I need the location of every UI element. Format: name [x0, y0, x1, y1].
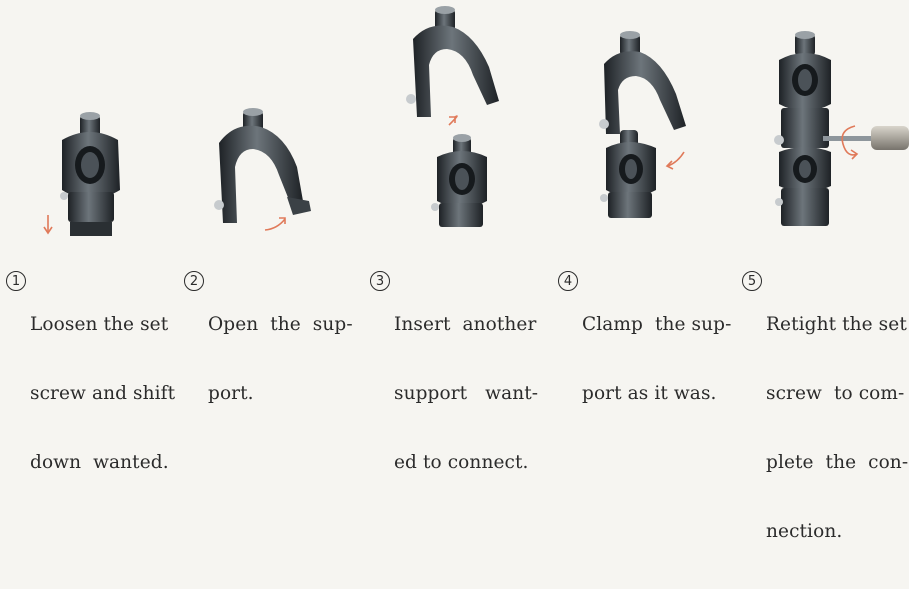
- instruction-page: 1 Loosen the set screw and shift down wa…: [6, 6, 909, 542]
- step-3-line-2: support want-: [394, 383, 539, 404]
- figure-step-1: [43, 112, 120, 236]
- step-number-2: 2: [184, 271, 204, 291]
- step-number-4: 4: [558, 271, 578, 291]
- step-1-line-3: down wanted.: [30, 452, 169, 473]
- step-text-3: Insert another support want- ed to conne…: [394, 267, 538, 520]
- step-number-1: 1: [6, 271, 26, 291]
- step-5-line-2: screw to com-: [766, 383, 905, 404]
- step-text-2: Open the sup- port.: [208, 267, 353, 451]
- step-2-line-1: Open the sup-: [208, 314, 353, 335]
- step-2-line-2: port.: [208, 383, 254, 404]
- step-5-line-4: nection.: [766, 521, 843, 542]
- step-4-line-1: Clamp the sup-: [582, 314, 732, 335]
- step-text-5: Retight the set screw to com- plete the …: [766, 267, 908, 589]
- figure-step-5: [774, 31, 909, 226]
- step-text-1: Loosen the set screw and shift down want…: [30, 267, 175, 520]
- figure-step-2: [214, 108, 311, 231]
- step-3-line-3: ed to connect.: [394, 452, 529, 473]
- step-5-line-3: plete the con-: [766, 452, 909, 473]
- step-5-line-1: Retight the set: [766, 314, 907, 335]
- step-text-4: Clamp the sup- port as it was.: [582, 267, 731, 451]
- step-1-line-2: screw and shift: [30, 383, 176, 404]
- figure-step-4: [599, 31, 686, 218]
- step-3-line-1: Insert another: [394, 314, 537, 335]
- step-number-3: 3: [370, 271, 390, 291]
- step-number-5: 5: [742, 271, 762, 291]
- step-1-line-1: Loosen the set: [30, 314, 169, 335]
- figure-step-3: [406, 6, 499, 227]
- step-4-line-2: port as it was.: [582, 383, 717, 404]
